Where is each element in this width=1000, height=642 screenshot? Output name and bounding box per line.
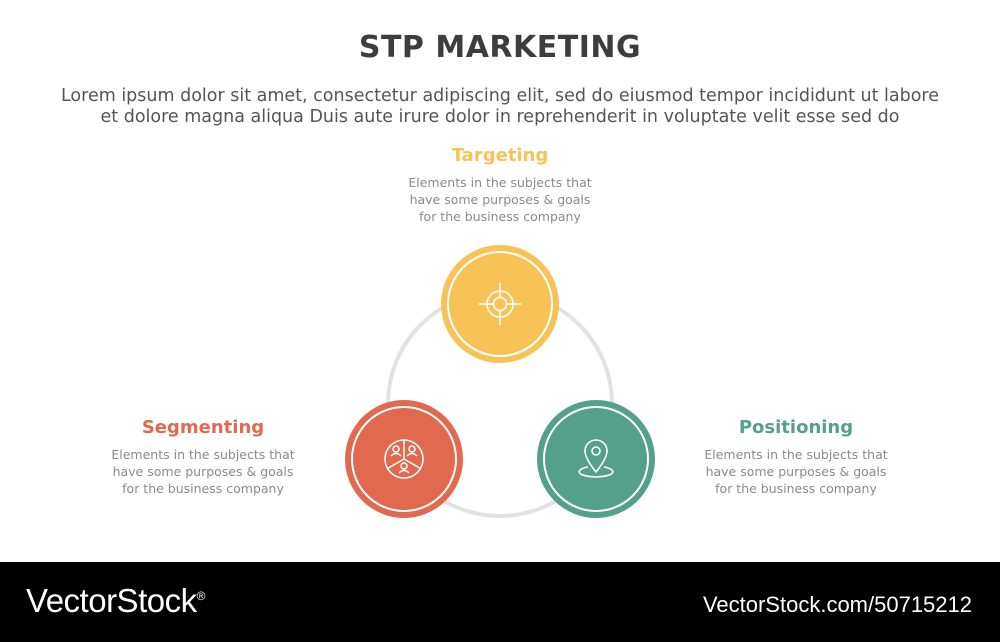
subtitle: Lorem ipsum dolor sit amet, consectetur … <box>40 86 960 128</box>
targeting-description: Elements in the subjects that have some … <box>380 174 620 225</box>
positioning-desc-line-2: have some purposes & goals <box>705 464 887 479</box>
segmenting-node <box>345 400 463 518</box>
registered-mark: ® <box>196 589 206 603</box>
positioning-circle <box>537 400 655 518</box>
targeting-node <box>441 245 559 363</box>
segmenting-desc-line-2: have some purposes & goals <box>112 464 294 479</box>
targeting-circle <box>441 245 559 363</box>
segmenting-label: Segmenting <box>141 417 265 438</box>
positioning-label: Positioning <box>738 417 854 438</box>
positioning-desc-line-1: Elements in the subjects that <box>704 447 888 462</box>
location-pin-icon <box>578 439 614 478</box>
subtitle-line-2: et dolore magna aliqua Duis aute irure d… <box>100 107 900 127</box>
targeting-desc-line-3: for the business company <box>419 209 581 224</box>
stp-cycle-diagram <box>345 245 655 518</box>
segmented-people-icon <box>384 439 424 479</box>
segmenting-desc-line-1: Elements in the subjects that <box>111 447 295 462</box>
positioning-description: Elements in the subjects that have some … <box>676 446 916 497</box>
footer-bar: VectorStock® VectorStock.com/50715212 <box>0 562 1000 642</box>
segmenting-desc-line-3: for the business company <box>122 481 284 496</box>
positioning-desc-line-3: for the business company <box>715 481 877 496</box>
page-title: STP MARKETING <box>358 30 642 65</box>
brand-logo: VectorStock® <box>26 582 205 620</box>
targeting-desc-line-2: have some purposes & goals <box>409 192 591 207</box>
segmenting-description: Elements in the subjects that have some … <box>83 446 323 497</box>
positioning-node <box>537 400 655 518</box>
footer-url: VectorStock.com/50715212 <box>702 592 972 617</box>
brand-name: VectorStock <box>26 582 197 619</box>
targeting-label: Targeting <box>451 145 549 166</box>
targeting-desc-line-1: Elements in the subjects that <box>408 175 592 190</box>
positioning-inner-ring <box>543 406 649 512</box>
subtitle-line-1: Lorem ipsum dolor sit amet, consectetur … <box>60 86 940 106</box>
segmenting-inner-ring <box>351 406 457 512</box>
target-crosshair-icon <box>479 283 521 325</box>
targeting-inner-ring <box>447 251 553 357</box>
